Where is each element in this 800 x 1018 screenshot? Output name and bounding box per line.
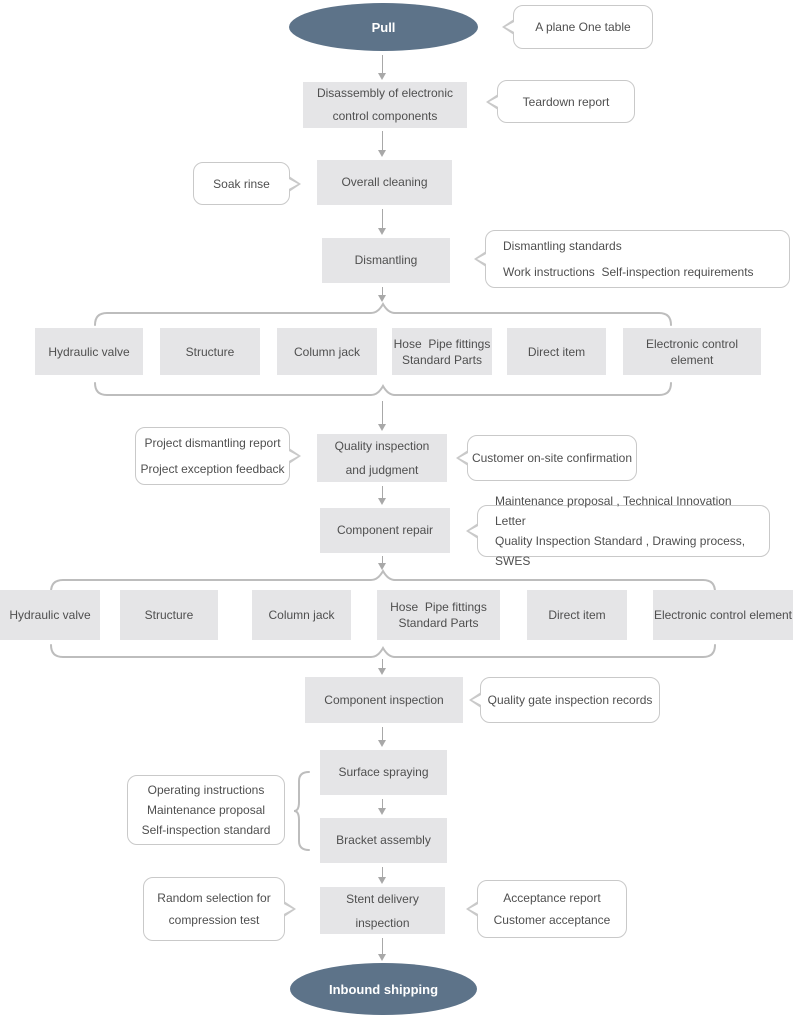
flow-arrow <box>378 287 387 302</box>
component-box: Electronic control element <box>623 328 761 375</box>
step-stent-delivery: Stent delivery inspection <box>320 887 445 934</box>
component-box: Direct item <box>507 328 606 375</box>
flow-arrow <box>378 556 387 570</box>
callout-dismantling-docs: Dismantling standards Work instructions … <box>485 230 790 288</box>
step-bracket-assembly: Bracket assembly <box>320 818 447 863</box>
flow-arrow <box>378 659 387 675</box>
flow-arrow <box>378 799 387 815</box>
flow-arrow <box>378 401 387 431</box>
component-box: Hydraulic valve <box>35 328 143 375</box>
callout-random-compression: Random selection for compression test <box>143 877 285 941</box>
component-box: Hose Pipe fittings Standard Parts <box>392 328 492 375</box>
callout-soak-rinse: Soak rinse <box>193 162 290 205</box>
callout-plane-table: A plane One table <box>513 5 653 49</box>
step-quality-inspection: Quality inspection and judgment <box>317 434 447 482</box>
callout-repair-docs: Maintenance proposal , Technical Innovat… <box>477 494 770 568</box>
step-disassembly: Disassembly of electronic control compon… <box>303 82 467 128</box>
step-overall-cleaning: Overall cleaning <box>317 160 452 205</box>
component-box: Column jack <box>252 590 351 640</box>
assembly-docs-brace <box>293 771 310 851</box>
callout-customer-confirmation: Customer on-site confirmation <box>467 435 637 481</box>
callout-project-feedback: Project dismantling report Project excep… <box>135 427 290 485</box>
step-surface-spraying: Surface spraying <box>320 750 447 795</box>
component-box: Structure <box>120 590 218 640</box>
collect-brace-row1 <box>94 382 672 396</box>
distribute-brace-row1 <box>94 301 672 326</box>
component-box: Direct item <box>527 590 627 640</box>
component-box: Hose Pipe fittings Standard Parts <box>377 590 500 640</box>
step-component-inspection: Component inspection <box>305 677 463 723</box>
flow-arrow <box>378 938 387 961</box>
callout-teardown-report: Teardown report <box>497 80 635 123</box>
distribute-brace-row2 <box>50 568 716 593</box>
flow-arrow <box>378 486 387 505</box>
flow-arrow <box>378 727 387 747</box>
component-box: Structure <box>160 328 260 375</box>
callout-acceptance: Acceptance report Customer acceptance <box>477 880 627 938</box>
end-terminal: Inbound shipping <box>290 963 477 1015</box>
flow-arrow <box>378 131 387 157</box>
start-terminal: Pull <box>289 3 478 51</box>
callout-quality-gate: Quality gate inspection records <box>480 677 660 723</box>
step-component-repair: Component repair <box>320 508 450 553</box>
component-box: Electronic control element <box>653 590 793 640</box>
flow-arrow <box>378 55 387 80</box>
component-box: Hydraulic valve <box>0 590 100 640</box>
collect-brace-row2 <box>50 644 716 658</box>
step-dismantling: Dismantling <box>322 238 450 283</box>
flow-arrow <box>378 209 387 235</box>
callout-assembly-docs: Operating instructions Maintenance propo… <box>127 775 285 845</box>
flow-arrow <box>378 867 387 884</box>
component-box: Column jack <box>277 328 377 375</box>
